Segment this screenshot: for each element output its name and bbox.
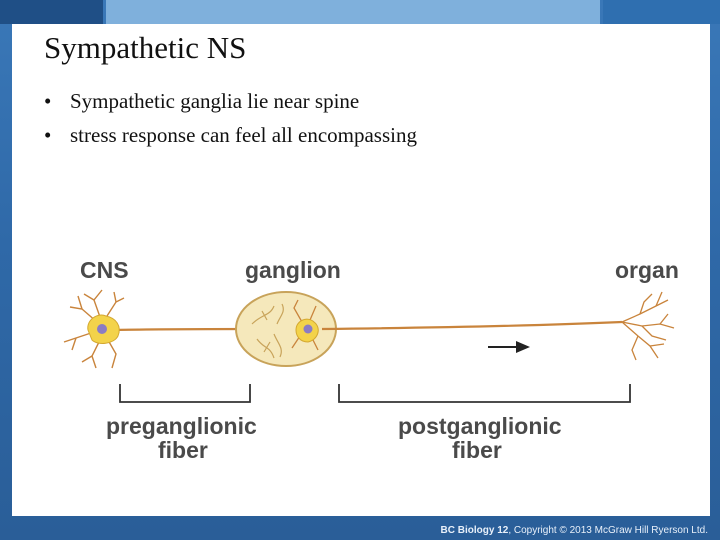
postganglionic-fiber-line [321,320,623,331]
top-strip-segment [0,0,103,24]
top-strip [0,0,720,24]
preganglionic-fiber-label: fiber [158,437,208,463]
ganglion-capsule [235,291,337,367]
cns-neuron [63,289,125,369]
preganglionic-label: preganglionic [106,413,257,439]
copyright-text: BC Biology 12, Copyright © 2013 McGraw H… [441,525,708,536]
bullet-text: Sympathetic ganglia lie near spine [70,89,360,113]
postganglionic-bracket [338,384,631,403]
ganglion-fibers [251,303,284,359]
slide-title: Sympathetic NS [44,30,247,65]
organ-label: organ [615,257,679,283]
top-strip-segment [603,0,720,24]
top-strip-segment [106,0,600,24]
cns-label: CNS [80,257,129,283]
bullet-list: • Sympathetic ganglia lie near spine • str… [44,84,417,152]
organ-endings [621,291,675,361]
postganglionic-label: postganglionic [398,413,562,439]
cns-nucleus [97,324,107,334]
neuron-diagram: CNS ganglion organ [63,257,679,463]
bullet-item: • stress response can feel all encompassi… [44,118,417,152]
postganglionic-fiber-label: fiber [452,437,502,463]
bullet-dot: • [44,123,52,147]
ganglion-neuron [291,299,319,351]
slide-panel: Sympathetic NS • Sympathetic ganglia lie … [12,24,710,516]
ganglion-nucleus [303,324,313,334]
bullet-text: stress response can feel all encompassin… [70,123,417,147]
footer-brand: BC Biology 12 [440,525,509,536]
bullet-item: • Sympathetic ganglia lie near spine [44,84,417,118]
direction-arrow [488,341,530,353]
ganglion-label: ganglion [245,257,341,283]
preganglionic-bracket [119,384,251,403]
footer-copyright: , Copyright © 2013 McGraw Hill Ryerson L… [508,525,708,536]
footer: BC Biology 12, Copyright © 2013 McGraw H… [0,516,720,540]
bullet-dot: • [44,89,52,113]
